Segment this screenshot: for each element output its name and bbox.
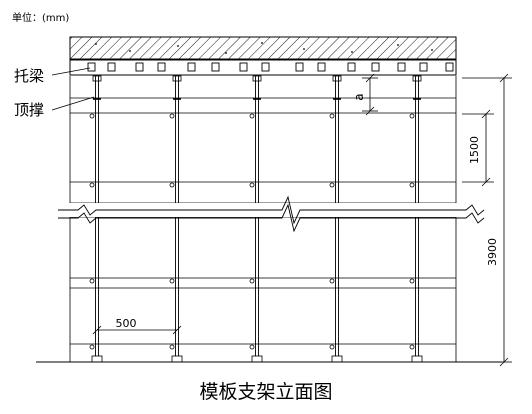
joist	[211, 62, 220, 72]
joist	[419, 62, 428, 72]
joist	[135, 62, 144, 72]
dimension-500-label: 500	[116, 317, 137, 330]
joist-layer	[69, 59, 457, 76]
callout-dingcheng: 顶撑	[14, 101, 45, 119]
vertical-posts	[89, 75, 423, 363]
joist	[371, 62, 380, 72]
vertical-post	[169, 75, 183, 363]
dimension-500	[92, 325, 182, 335]
vertical-post	[89, 75, 103, 363]
joist	[157, 62, 166, 72]
dimension-1500-label: 1500	[468, 136, 481, 164]
vertical-post	[409, 75, 423, 363]
unit-label: 单位：(mm)	[12, 13, 70, 24]
joist	[445, 62, 454, 72]
joist	[107, 62, 116, 72]
concrete-slab	[69, 36, 457, 60]
joist	[239, 62, 248, 72]
diagram-caption: 模板支架立面图	[199, 381, 333, 403]
dimension-3900-label: 3900	[486, 238, 499, 266]
dimension-a	[362, 73, 378, 116]
joist	[397, 62, 406, 72]
joist	[87, 62, 96, 72]
joist	[187, 62, 196, 72]
callout-leaders	[51, 67, 95, 111]
dimension-a-label: a	[352, 93, 366, 100]
dimension-1500	[462, 109, 494, 187]
dimension-3900	[462, 73, 512, 367]
callout-tuoliang: 托梁	[14, 67, 45, 85]
break-line	[58, 195, 485, 233]
joist	[261, 62, 270, 72]
vertical-post	[249, 75, 263, 363]
vertical-post	[329, 75, 343, 363]
joist	[317, 62, 326, 72]
joist	[295, 62, 304, 72]
joist	[347, 62, 356, 72]
